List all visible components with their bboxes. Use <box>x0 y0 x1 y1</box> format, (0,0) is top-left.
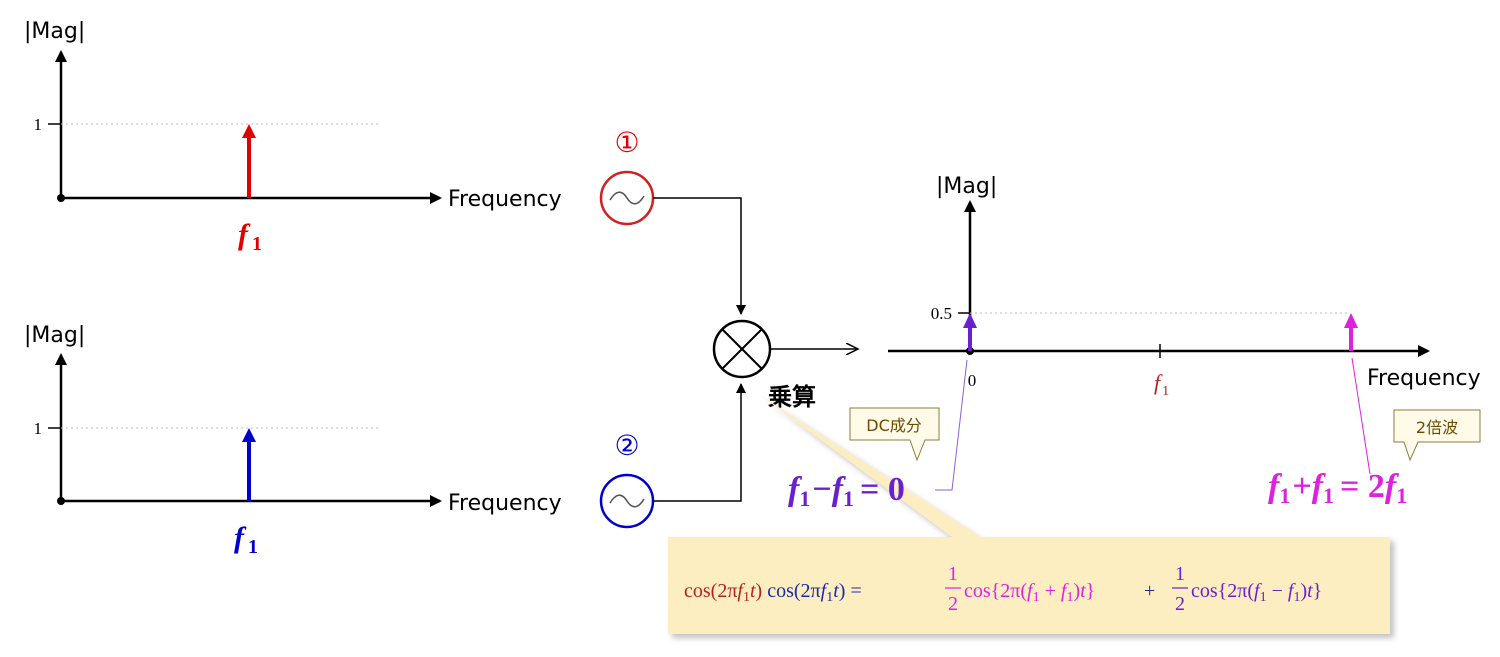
spectral-line-head <box>242 124 256 138</box>
frac2-den: 2 <box>1175 593 1185 615</box>
sine-wave-source-icon <box>599 170 655 226</box>
x-tick-zero: 0 <box>968 371 977 390</box>
trig-identity-equation: cos(2πf1t) cos(2πf1t) = 1 2 cos{2π(f1 + … <box>684 563 1322 615</box>
multiplier-icon <box>712 319 772 379</box>
y-tick-label: 1 <box>34 419 43 438</box>
harmonic-tag-label: 2倍波 <box>1416 418 1458 437</box>
wire-2 <box>653 383 746 502</box>
dc-tag-label: DC成分 <box>866 416 922 435</box>
y-tick-label: 0.5 <box>931 304 952 323</box>
source-1: ① <box>599 126 655 226</box>
harmonic-leader-line <box>1351 357 1371 475</box>
term-sum: cos{2π(f1 + f1)t} <box>964 580 1095 605</box>
callout-shape <box>668 395 1390 634</box>
dc-spectral-line-head <box>963 313 977 328</box>
harmonic-tag: 2倍波 <box>1393 409 1481 462</box>
spectral-line-head <box>242 428 256 442</box>
harmonic-spectral-line-head <box>1344 313 1358 328</box>
signal-wires <box>653 197 858 502</box>
plus-sign: + <box>1144 580 1155 602</box>
frac2-num: 1 <box>1175 563 1185 585</box>
frac1-den: 2 <box>948 593 958 615</box>
wire-1 <box>653 197 746 315</box>
y-tick-label: 1 <box>34 115 43 134</box>
dc-tag: DC成分 <box>849 407 940 462</box>
mixer-label: 乗算 <box>768 383 816 411</box>
source-marker-1: ① <box>614 126 639 159</box>
equation-callout <box>668 395 1390 634</box>
x-axis-label: Frequency <box>448 491 562 516</box>
x-axis-label: Frequency <box>1367 366 1481 391</box>
y-axis-label: |Mag| <box>936 174 997 199</box>
frac1-num: 1 <box>948 563 958 585</box>
y-axis-label: |Mag| <box>24 323 85 348</box>
sine-wave-source-icon <box>599 473 655 529</box>
dc-formula: f1−f1= 0 <box>788 471 905 511</box>
term-diff: cos{2π(f1 − f1)t} <box>1191 580 1322 605</box>
sum-formula: f1+f1= 2f1 <box>1268 468 1407 508</box>
origin-dot <box>57 497 65 505</box>
source-marker-2: ② <box>614 429 639 462</box>
origin-dot <box>57 194 65 202</box>
dc-leader-line <box>935 359 968 491</box>
x-axis-label: Frequency <box>448 187 562 212</box>
y-axis-label: |Mag| <box>24 19 85 44</box>
source-2: ② <box>599 429 655 529</box>
equation-lhs: cos(2πf1t) cos(2πf1t) = <box>684 580 862 605</box>
